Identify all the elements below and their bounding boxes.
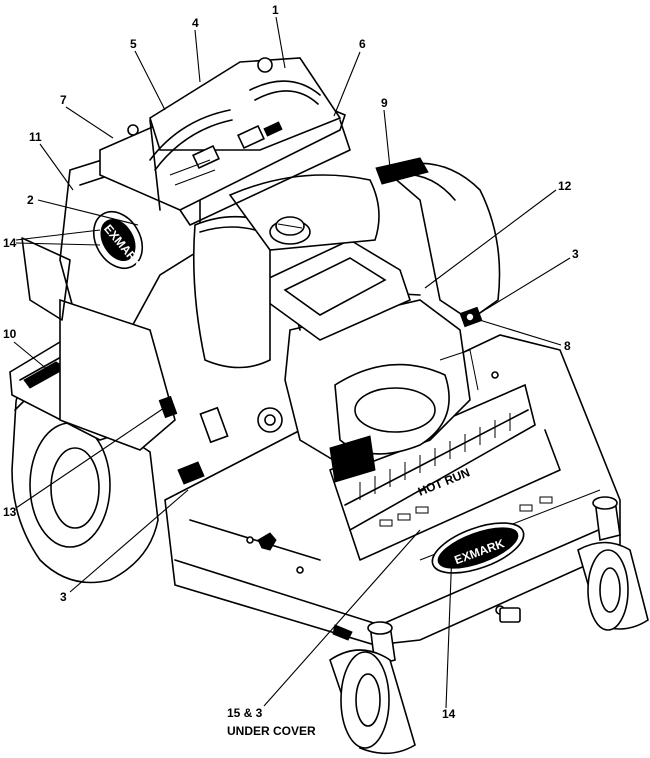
front-right-caster <box>577 496 649 631</box>
callout-14-left: 14 <box>3 236 17 250</box>
callout-4: 4 <box>192 16 199 30</box>
callout-3-left: 3 <box>60 590 67 604</box>
callout-14-front: 14 <box>442 707 456 721</box>
callout-7: 7 <box>60 93 67 107</box>
callout-10: 10 <box>3 327 17 341</box>
callout-2: 2 <box>27 193 34 207</box>
callout-1: 1 <box>272 3 279 17</box>
front-brand-decal: EXMARK <box>431 522 525 574</box>
callout-12: 12 <box>558 179 572 193</box>
callout-15-line1: 15 & 3 <box>227 706 263 720</box>
engine <box>257 289 479 483</box>
callout-3-right: 3 <box>572 247 579 261</box>
callout-5: 5 <box>130 37 137 51</box>
callout-9: 9 <box>381 96 388 110</box>
callout-8: 8 <box>564 339 571 353</box>
fuel-cap <box>269 216 311 245</box>
engine-hood-frame <box>264 239 411 341</box>
leader-lines <box>13 16 571 709</box>
left-hardware <box>158 395 229 485</box>
callout-13: 13 <box>3 505 17 519</box>
right-rear-tire <box>375 157 501 321</box>
fuel-tank-right <box>228 174 380 251</box>
front-left-caster <box>329 621 416 755</box>
callout-6: 6 <box>359 37 366 51</box>
left-brand-decal: EXMARK <box>92 210 145 271</box>
callout-11: 11 <box>29 130 42 144</box>
fuel-tank-left <box>192 215 271 369</box>
callout-labels: 1 2 3 3 4 5 6 7 8 9 10 11 12 13 14 14 15… <box>3 3 579 738</box>
control-tower <box>99 57 351 226</box>
callout-15-line2: UNDER COVER <box>227 724 316 738</box>
